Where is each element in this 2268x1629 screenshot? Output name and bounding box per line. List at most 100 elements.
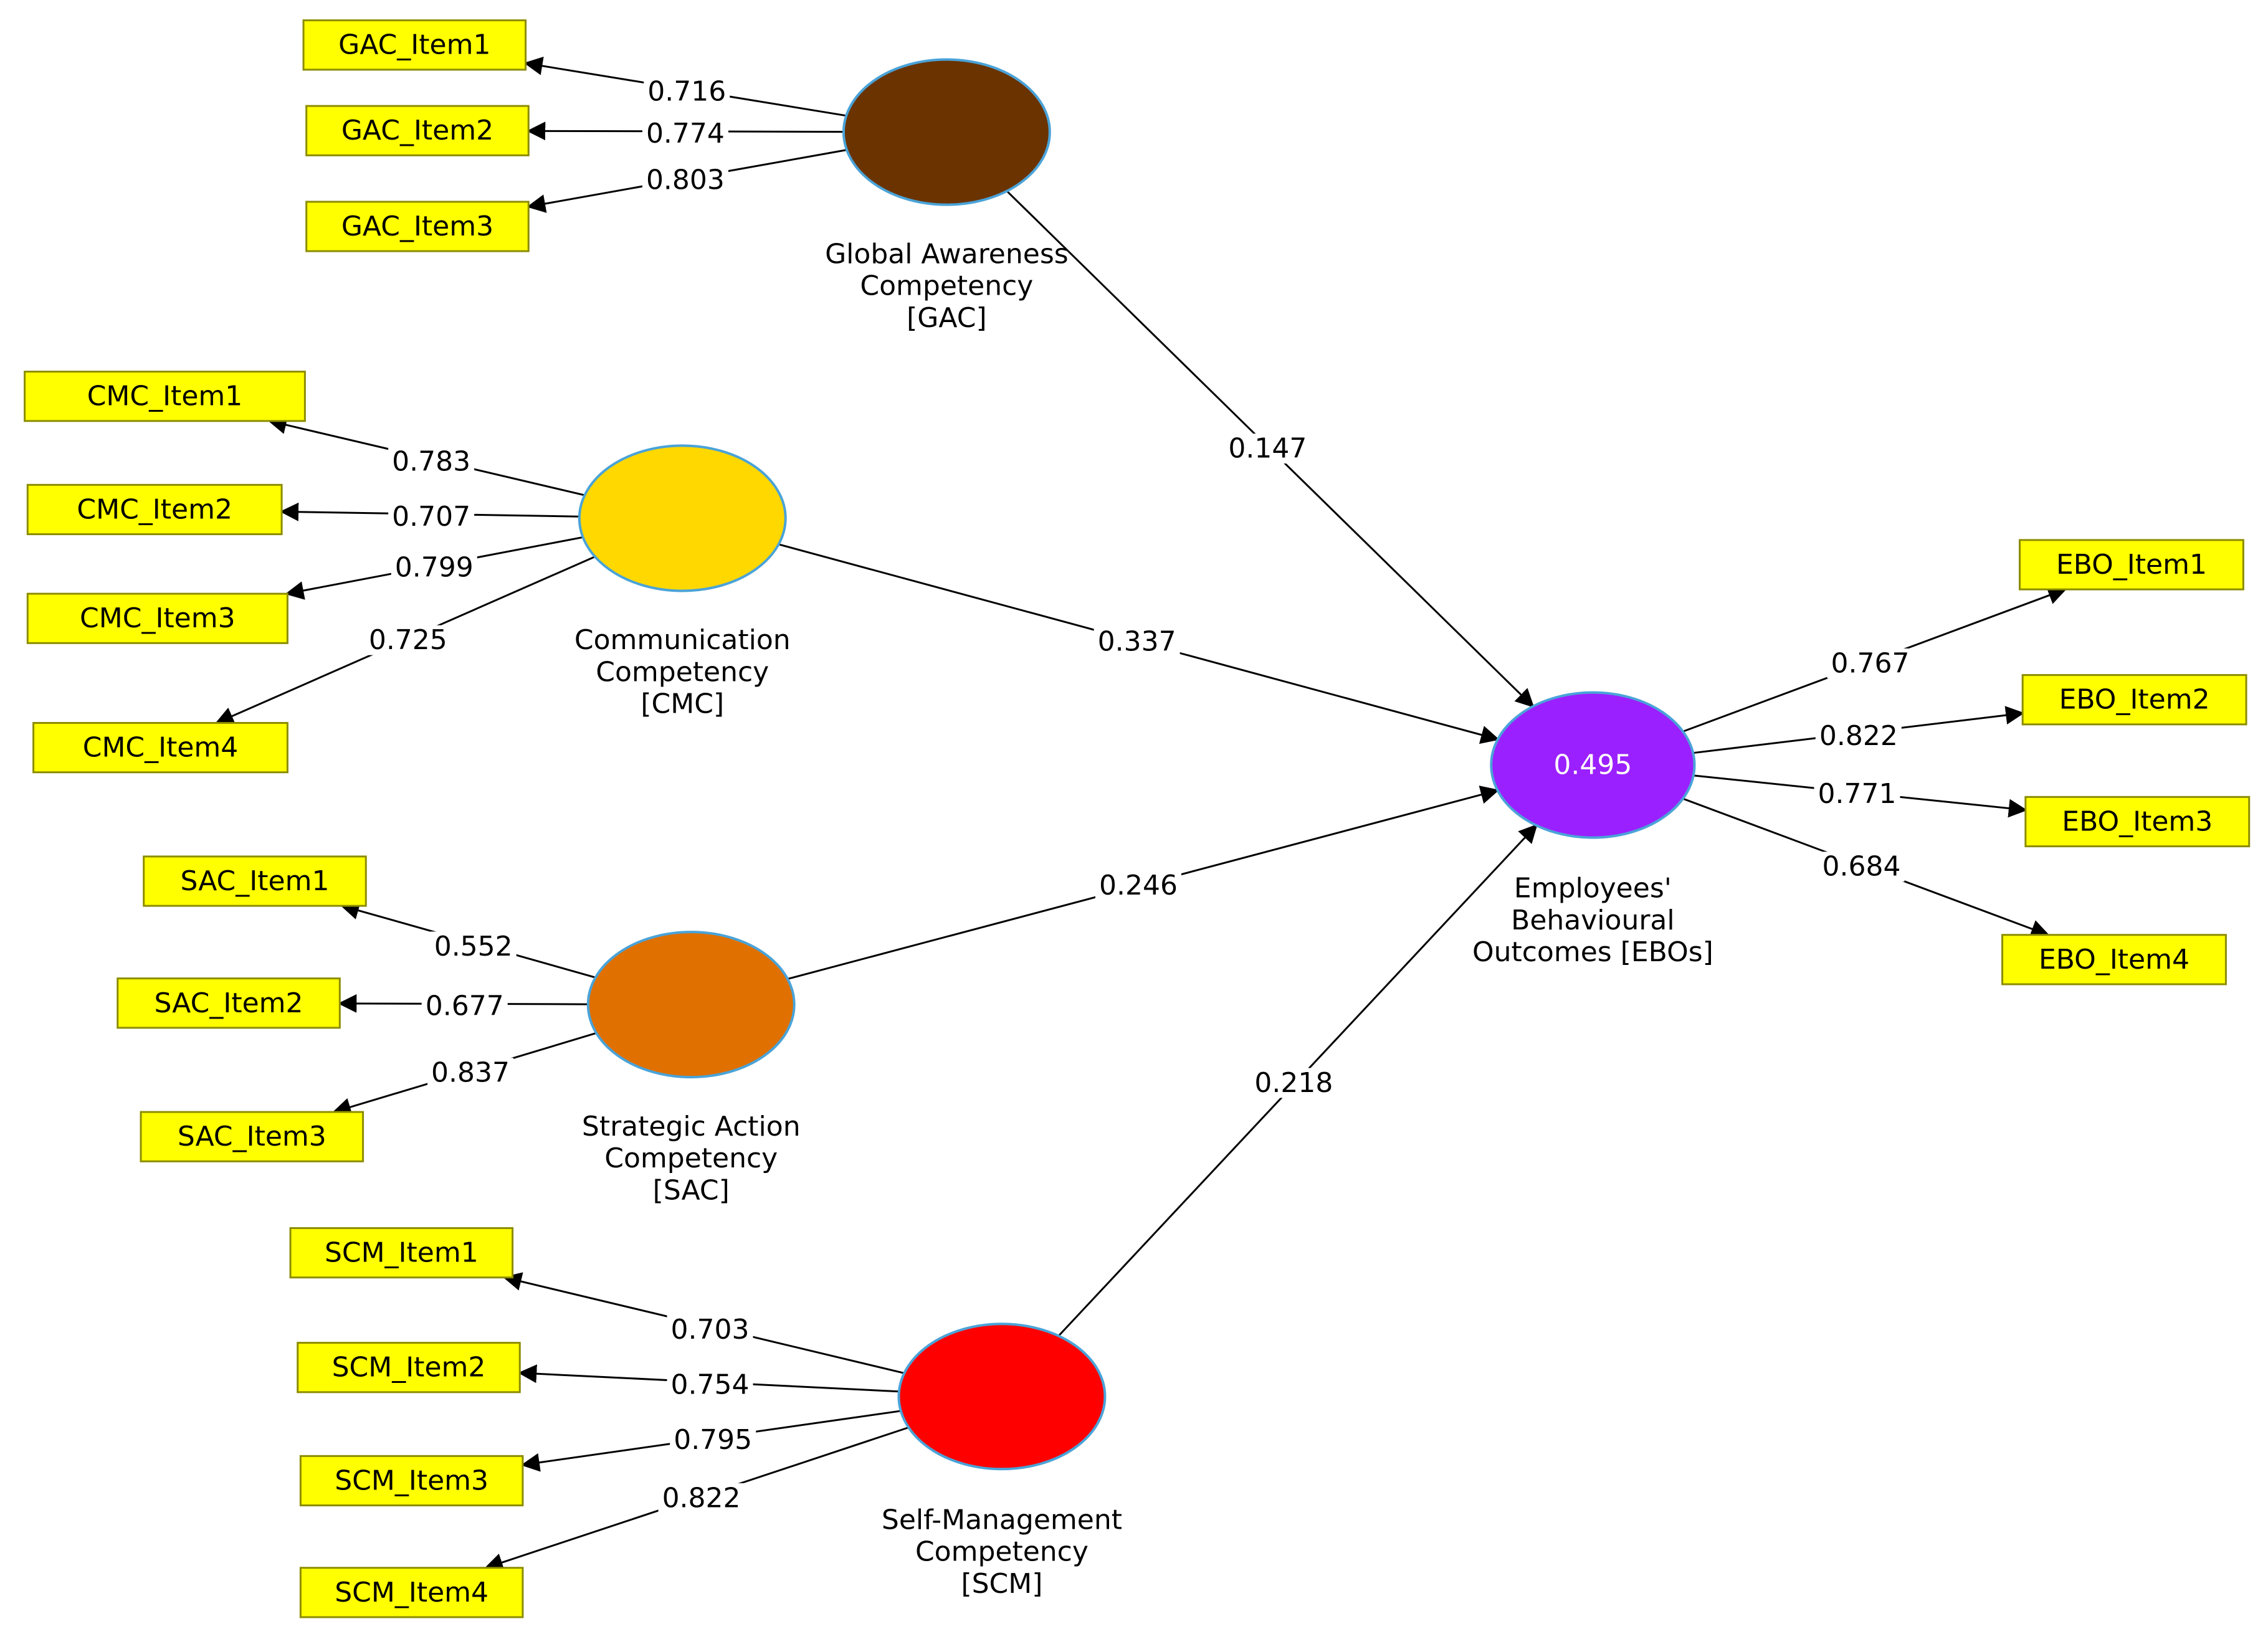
indicator-box-sac-item3[interactable] xyxy=(140,1111,364,1162)
indicator-label-cmc-item4: CMC_Item4 xyxy=(83,732,239,764)
path-coefficient-sac-ebo-group: 0.246 xyxy=(1095,870,1181,901)
construct-label-sac-line-1: Strategic Action xyxy=(582,1111,801,1142)
loading-cmc-item1: 0.783 xyxy=(392,446,470,478)
indicator-box-cmc-item1[interactable] xyxy=(24,371,306,422)
indicator-label-scm-item2: SCM_Item2 xyxy=(332,1352,486,1384)
construct-node-sac[interactable] xyxy=(586,931,796,1079)
loading-cmc-item1-group: 0.783 xyxy=(388,446,475,478)
loading-ebo-item2-group: 0.822 xyxy=(1815,720,1902,752)
indicator-box-sac-item1[interactable] xyxy=(143,855,367,907)
loading-ebo-item3: 0.771 xyxy=(1818,778,1897,810)
indicator-box-cmc-item4[interactable] xyxy=(32,722,288,774)
loading-ebo-item1: 0.767 xyxy=(1831,647,1910,679)
indicator-box-gac-item2[interactable] xyxy=(305,105,530,156)
indicator-label-sac-item1: SAC_Item1 xyxy=(180,865,329,897)
loading-scm-item3-group: 0.795 xyxy=(670,1424,756,1456)
r-squared-value-ebo: 0.495 xyxy=(1553,749,1632,781)
loading-cmc-item3-background xyxy=(391,553,477,583)
path-coefficient-cmc-ebo: 0.337 xyxy=(1098,626,1176,658)
indicator-box-ebo-item2[interactable] xyxy=(2021,674,2247,726)
indicator-box-cmc-item2[interactable] xyxy=(26,483,283,536)
loading-gac-item3-group: 0.803 xyxy=(642,164,728,196)
loading-gac-item2: 0.774 xyxy=(646,118,725,150)
loading-scm-item2-group: 0.754 xyxy=(667,1369,753,1401)
construct-label-ebo-line-3: Outcomes [EBOs] xyxy=(1472,936,1713,968)
loading-ebo-item3-background xyxy=(1814,779,1900,809)
loading-ebo-item1-group: 0.767 xyxy=(1827,647,1913,679)
indicator-label-scm-item3: SCM_Item3 xyxy=(335,1465,488,1496)
indicator-box-scm-item2[interactable] xyxy=(297,1342,521,1394)
construct-label-sac-line-3: [SAC] xyxy=(653,1174,730,1206)
loading-ebo-item3-group: 0.771 xyxy=(1814,778,1900,810)
construct-label-cmc-line-1: Communication xyxy=(574,624,791,656)
path-coefficient-scm-ebo-background xyxy=(1251,1068,1337,1098)
construct-label-scm-line-2: Competency xyxy=(915,1536,1089,1568)
loading-cmc-item3: 0.799 xyxy=(395,552,474,584)
path-coefficient-scm-ebo: 0.218 xyxy=(1254,1067,1333,1099)
loading-gac-item3: 0.803 xyxy=(646,164,725,196)
path-coefficient-cmc-ebo-group: 0.337 xyxy=(1094,626,1180,658)
construct-label-scm-line-1: Self-Management xyxy=(882,1504,1122,1536)
indicator-box-scm-item1[interactable] xyxy=(289,1227,514,1279)
loading-ebo-item4: 0.684 xyxy=(1822,851,1901,883)
indicator-box-ebo-item3[interactable] xyxy=(2024,796,2251,848)
path-coefficient-sac-ebo: 0.246 xyxy=(1099,870,1178,901)
indicator-box-gac-item1[interactable] xyxy=(302,19,527,71)
loading-gac-item3-background xyxy=(642,164,728,195)
indicator-box-scm-item4[interactable] xyxy=(299,1567,524,1618)
loading-ebo-item2-background xyxy=(1815,721,1902,751)
loading-cmc-item4: 0.725 xyxy=(369,624,447,656)
loading-ebo-item4-group: 0.684 xyxy=(1818,851,1905,883)
indicator-label-scm-item1: SCM_Item1 xyxy=(325,1237,479,1269)
construct-label-sac-line-2: Competency xyxy=(604,1142,778,1174)
construct-label-gac-line-1: Global Awareness xyxy=(825,238,1069,270)
loading-sac-item1-group: 0.552 xyxy=(430,931,517,962)
loading-cmc-item2-background xyxy=(388,501,475,532)
loading-scm-item1: 0.703 xyxy=(671,1314,750,1346)
indicator-label-scm-item4: SCM_Item4 xyxy=(335,1577,488,1608)
construct-label-gac-line-3: [GAC] xyxy=(907,302,986,334)
indicator-box-scm-item3[interactable] xyxy=(299,1455,524,1507)
indicator-label-gac-item3: GAC_Item3 xyxy=(341,211,493,242)
indicator-label-gac-item1: GAC_Item1 xyxy=(338,29,490,61)
loading-scm-item4-background xyxy=(658,1483,745,1513)
loading-cmc-item4-background xyxy=(364,625,451,655)
indicator-label-ebo-item2: EBO_Item2 xyxy=(2059,684,2210,716)
loading-sac-item3-background xyxy=(427,1058,514,1088)
construct-label-ebo-line-1: Employees' xyxy=(1514,873,1672,905)
loading-scm-item1-background xyxy=(667,1314,753,1345)
loading-gac-item1-background xyxy=(644,76,730,107)
indicator-label-ebo-item4: EBO_Item4 xyxy=(2039,944,2189,976)
indicator-label-ebo-item3: EBO_Item3 xyxy=(2062,805,2213,837)
loading-scm-item1-group: 0.703 xyxy=(667,1314,753,1346)
indicator-box-gac-item3[interactable] xyxy=(305,201,530,252)
indicator-box-ebo-item1[interactable] xyxy=(2019,539,2244,591)
construct-label-gac-line-2: Competency xyxy=(860,270,1033,302)
loading-ebo-item4-background xyxy=(1818,852,1905,882)
path-coefficient-gac-ebo-background xyxy=(1224,434,1311,464)
loading-ebo-item2: 0.822 xyxy=(1819,720,1898,752)
construct-node-gac[interactable] xyxy=(842,58,1051,206)
loading-sac-item2: 0.677 xyxy=(426,990,504,1022)
loading-scm-item3-background xyxy=(670,1425,756,1455)
loading-gac-item1-group: 0.716 xyxy=(644,75,730,107)
path-coefficient-scm-ebo-group: 0.218 xyxy=(1251,1067,1337,1099)
loading-cmc-item2-group: 0.707 xyxy=(388,501,475,533)
indicator-box-cmc-item3[interactable] xyxy=(26,592,288,644)
loading-cmc-item4-group: 0.725 xyxy=(364,624,451,656)
construct-node-scm[interactable] xyxy=(897,1323,1107,1471)
loading-scm-item3: 0.795 xyxy=(674,1424,752,1456)
indicator-label-cmc-item2: CMC_Item2 xyxy=(77,493,232,525)
loading-cmc-item3-group: 0.799 xyxy=(391,552,477,584)
loading-sac-item2-group: 0.677 xyxy=(421,990,508,1022)
indicator-label-ebo-item1: EBO_Item1 xyxy=(2056,549,2207,581)
path-coefficient-sac-ebo-background xyxy=(1095,870,1181,901)
construct-node-cmc[interactable] xyxy=(578,444,787,592)
indicator-box-ebo-item4[interactable] xyxy=(2001,934,2227,985)
loading-cmc-item1-background xyxy=(388,447,475,477)
loading-gac-item2-group: 0.774 xyxy=(642,118,728,150)
construct-node-ebo[interactable] xyxy=(1490,691,1696,839)
indicator-box-sac-item2[interactable] xyxy=(117,977,341,1029)
loading-scm-item2-background xyxy=(667,1370,753,1400)
indicator-label-sac-item3: SAC_Item3 xyxy=(178,1121,326,1152)
